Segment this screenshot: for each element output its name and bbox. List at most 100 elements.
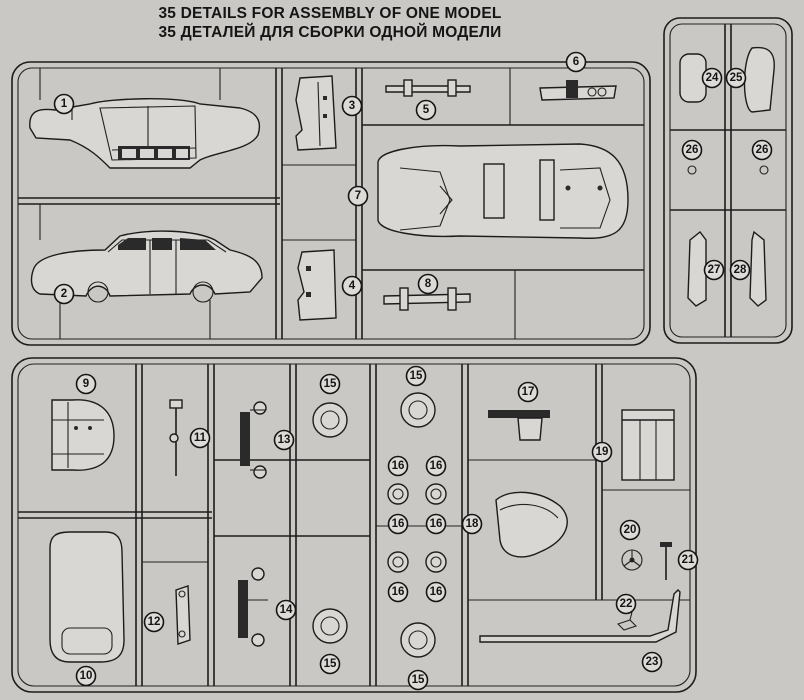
callout-20: 20	[619, 519, 641, 541]
callout-12: 12	[143, 611, 165, 633]
callout-16d: 16	[425, 513, 447, 535]
part-2-car-side	[30, 230, 263, 303]
callout-20-label: 20	[624, 524, 637, 536]
part-24-25-windows	[679, 46, 775, 113]
callout-28: 28	[729, 259, 751, 281]
callout-18: 18	[461, 513, 483, 535]
part-19-panel	[621, 409, 675, 481]
callout-9-label: 9	[83, 378, 89, 390]
callout-7: 7	[347, 185, 369, 207]
callout-26b-label: 26	[756, 144, 769, 156]
callout-15a-label: 15	[324, 378, 337, 390]
callout-23-label: 23	[646, 656, 659, 668]
callout-16a: 16	[387, 455, 409, 477]
callout-15c-label: 15	[324, 658, 337, 670]
callout-17-label: 17	[522, 386, 535, 398]
part-20-steering-wheel	[621, 549, 643, 571]
part-14-suspension	[238, 567, 268, 647]
part-11-axle	[169, 399, 183, 476]
callout-24-label: 24	[706, 72, 719, 84]
callout-26b: 26	[751, 139, 773, 161]
callout-19: 19	[591, 441, 613, 463]
callout-16d-label: 16	[430, 518, 443, 530]
callout-3-label: 3	[349, 100, 355, 112]
callout-27-label: 27	[708, 264, 721, 276]
callout-21: 21	[677, 549, 699, 571]
callout-17: 17	[517, 381, 539, 403]
callout-2: 2	[53, 283, 75, 305]
callout-19-label: 19	[596, 446, 609, 458]
part-8-bumper	[383, 287, 471, 311]
part-21-lever	[660, 542, 672, 580]
callout-6-label: 6	[573, 56, 579, 68]
part-4	[297, 249, 337, 321]
callout-16g: 16	[425, 581, 447, 603]
callout-15c: 15	[319, 653, 341, 675]
part-9-seat	[51, 399, 115, 471]
callout-11-label: 11	[194, 432, 207, 444]
part-7-chassis	[377, 143, 629, 239]
callout-16b-label: 16	[430, 460, 443, 472]
callout-25: 25	[725, 67, 747, 89]
part-27-28-lights	[687, 230, 767, 307]
callout-26a-label: 26	[686, 144, 699, 156]
callout-1-label: 1	[61, 98, 68, 110]
callout-9: 9	[75, 373, 97, 395]
part-6-grille	[539, 80, 617, 101]
callout-22: 22	[615, 593, 637, 615]
callout-8: 8	[417, 273, 439, 295]
callout-16f: 16	[387, 581, 409, 603]
callout-15b-label: 15	[410, 370, 423, 382]
callout-10: 10	[75, 665, 97, 687]
part-10-floor	[49, 531, 125, 663]
callout-23: 23	[641, 651, 663, 673]
callout-7-label: 7	[355, 190, 361, 202]
callout-1: 1	[53, 93, 75, 120]
bottom-sprue-frame	[11, 357, 697, 693]
callout-28-label: 28	[734, 264, 747, 276]
callout-4: 4	[341, 275, 363, 297]
callout-15a: 15	[319, 373, 341, 395]
callout-5-label: 5	[423, 104, 430, 116]
callout-27: 27	[703, 259, 725, 281]
callout-14: 14	[275, 599, 297, 621]
callout-15d-label: 15	[412, 674, 425, 686]
header-english: 35 DETAILS FOR ASSEMBLY OF ONE MODEL	[158, 5, 502, 22]
callout-15d: 15	[407, 669, 429, 691]
callout-16c: 16	[387, 513, 409, 535]
callout-13: 13	[273, 429, 295, 451]
part-18-windshield	[495, 491, 568, 558]
part-5-bumper	[385, 79, 471, 97]
callout-2-label: 2	[61, 288, 67, 300]
callout-21-label: 21	[682, 554, 695, 566]
callout-16f-label: 16	[392, 586, 405, 598]
callout-6: 6	[565, 51, 587, 73]
callout-16a-label: 16	[392, 460, 405, 472]
part-17-bumper	[488, 410, 550, 441]
callout-8-label: 8	[425, 278, 432, 290]
part-12-frame	[175, 585, 191, 645]
callout-22-label: 22	[620, 598, 633, 610]
callout-16c-label: 16	[392, 518, 405, 530]
callout-24: 24	[701, 67, 723, 89]
part-1-body-shell	[29, 98, 261, 169]
callout-25-label: 25	[730, 72, 743, 84]
part-23-exhaust	[479, 589, 681, 643]
callout-3: 3	[341, 95, 363, 117]
callout-14-label: 14	[280, 604, 293, 616]
callout-18-label: 18	[466, 518, 479, 530]
callout-15b: 15	[405, 365, 427, 387]
callout-16b: 16	[425, 455, 447, 477]
callout-16g-label: 16	[430, 586, 443, 598]
callout-13-label: 13	[278, 434, 291, 446]
callout-12-label: 12	[148, 616, 161, 628]
callout-5: 5	[415, 99, 437, 121]
part-26-pins	[687, 165, 769, 175]
callout-26a: 26	[681, 139, 703, 161]
callout-11: 11	[189, 427, 211, 449]
part-13-suspension	[240, 401, 267, 479]
part-22-small-part	[616, 611, 638, 631]
part-16-tyres	[387, 483, 447, 573]
